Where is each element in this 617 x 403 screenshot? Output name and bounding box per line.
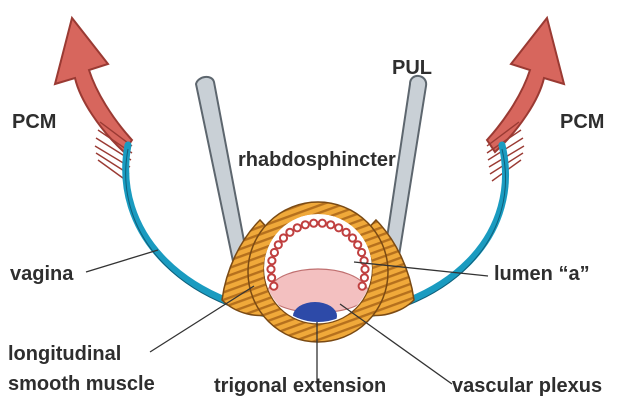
lumen-dot bbox=[286, 229, 293, 236]
label-longitudinal-line1: longitudinal bbox=[8, 343, 121, 365]
lumen-dot bbox=[359, 283, 366, 290]
lumen-dot bbox=[327, 221, 334, 228]
lumen-dot bbox=[268, 257, 275, 264]
pcm-left-arrow bbox=[55, 18, 132, 181]
lumen-dot bbox=[268, 274, 275, 281]
lumen-dot bbox=[358, 249, 365, 256]
lumen-dot bbox=[319, 220, 326, 227]
label-rhabdosphincter: rhabdosphincter bbox=[238, 149, 396, 171]
label-longitudinal-line2: smooth muscle bbox=[8, 373, 155, 395]
lumen-dot bbox=[349, 234, 356, 241]
lumen-dot bbox=[310, 220, 317, 227]
lumen-dot bbox=[302, 221, 309, 228]
label-pcm-left: PCM bbox=[12, 111, 56, 133]
pcm-right-arrow bbox=[487, 18, 564, 181]
lumen-dot bbox=[361, 274, 368, 281]
lumen-dot bbox=[354, 241, 361, 248]
lumen-dot bbox=[275, 241, 282, 248]
label-trigonal-extension: trigonal extension bbox=[214, 375, 386, 397]
label-vagina: vagina bbox=[10, 263, 74, 285]
lumen-dot bbox=[270, 283, 277, 290]
lumen-dot bbox=[280, 234, 287, 241]
lumen-dot bbox=[343, 229, 350, 236]
label-lumen: lumen “a” bbox=[494, 263, 590, 285]
lumen-dot bbox=[335, 224, 342, 231]
lumen-dot bbox=[267, 266, 274, 273]
lumen-dot bbox=[271, 249, 278, 256]
lumen-dot bbox=[294, 224, 301, 231]
label-vascular-plexus: vascular plexus bbox=[452, 375, 602, 397]
label-pul: PUL bbox=[392, 57, 432, 79]
lumen-dot bbox=[361, 266, 368, 273]
label-pcm-right: PCM bbox=[560, 111, 604, 133]
